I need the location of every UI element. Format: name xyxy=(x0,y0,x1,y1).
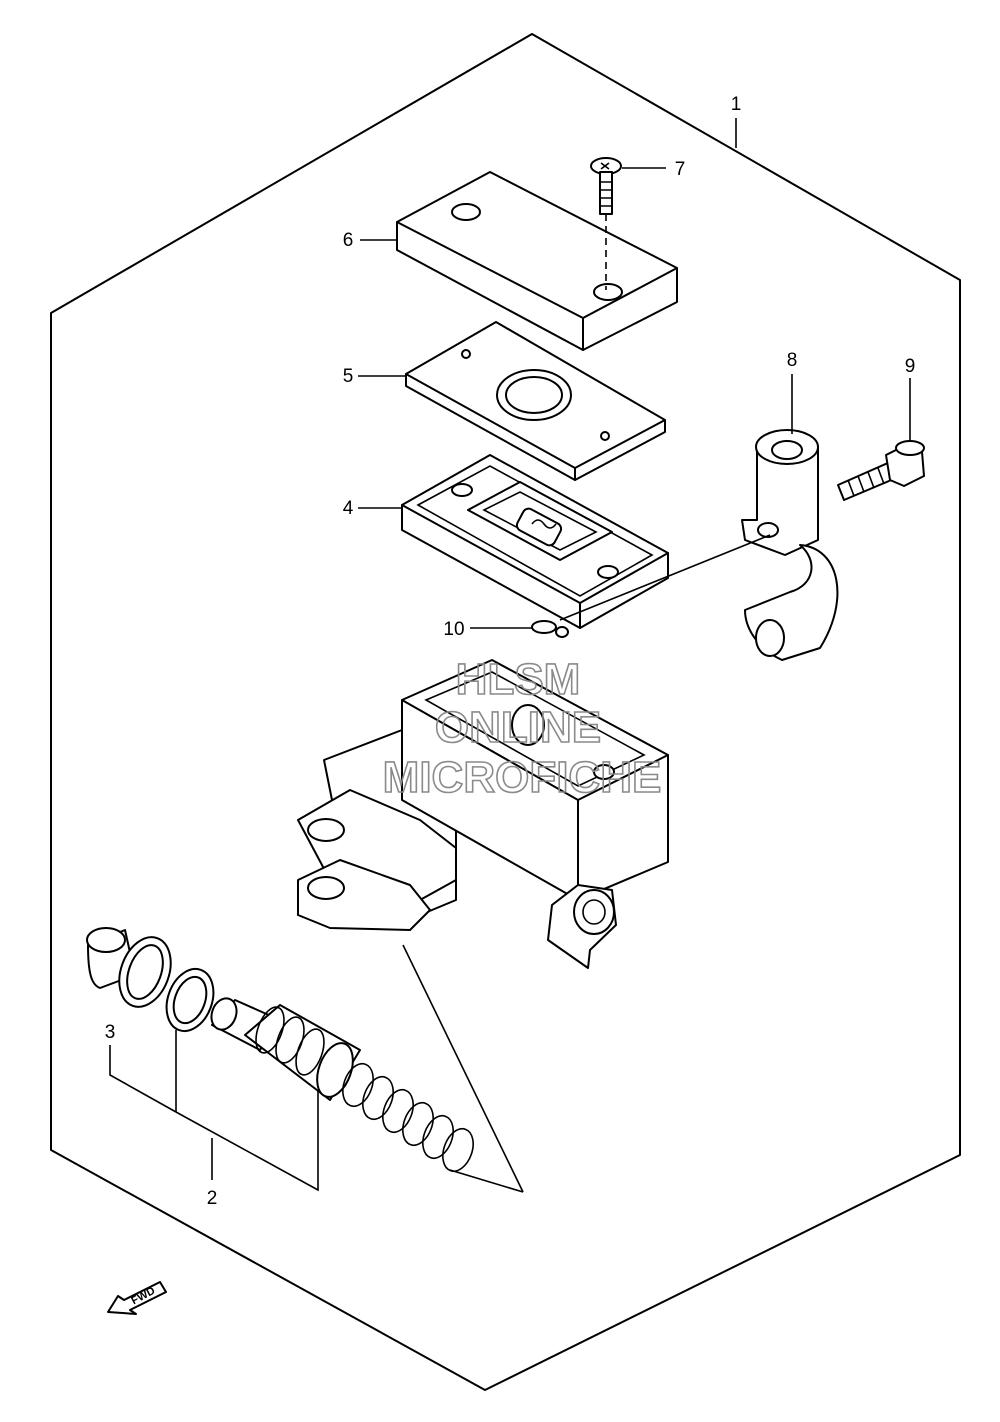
part-10-clip[interactable] xyxy=(531,620,569,638)
callout-10: 10 xyxy=(443,619,464,640)
watermark-line-1: HLSM xyxy=(456,655,581,704)
circlip[interactable] xyxy=(158,962,221,1037)
axis-line-piston-upper xyxy=(402,944,524,1193)
callout-6: 6 xyxy=(343,230,354,251)
bracket-part-2 xyxy=(175,1090,319,1192)
axis-line-clamp xyxy=(559,534,771,621)
callout-7: 7 xyxy=(675,159,686,180)
assembly-boundary xyxy=(50,33,961,1391)
watermark-line-3: MICROFICHE xyxy=(383,753,662,802)
callout-1: 1 xyxy=(731,94,742,115)
watermark-line-2: ONLINE xyxy=(435,703,601,752)
part-9-bolt[interactable] xyxy=(837,440,925,501)
master-cylinder-body xyxy=(297,659,669,969)
part-2-piston-set[interactable] xyxy=(207,995,478,1176)
part-6-reservoir-cap[interactable] xyxy=(396,171,678,351)
callout-2: 2 xyxy=(207,1188,218,1209)
watermark: HLSM ONLINE MICROFICHE xyxy=(382,654,662,803)
part-8-clamp[interactable] xyxy=(741,429,839,661)
callout-8: 8 xyxy=(787,350,798,371)
part-3-boot[interactable] xyxy=(86,927,180,1014)
part-4-diaphragm[interactable] xyxy=(401,454,669,629)
part-7-screw[interactable] xyxy=(590,157,622,290)
forward-arrow-icon: FWD xyxy=(107,1281,167,1315)
callout-9: 9 xyxy=(905,356,916,377)
bracket-part-3 xyxy=(109,1045,177,1113)
callout-5: 5 xyxy=(343,366,354,387)
axis-line-piston-lower xyxy=(449,1169,524,1193)
callout-3: 3 xyxy=(105,1022,116,1043)
part-5-diaphragm-plate[interactable] xyxy=(405,321,666,481)
callout-4: 4 xyxy=(343,498,354,519)
